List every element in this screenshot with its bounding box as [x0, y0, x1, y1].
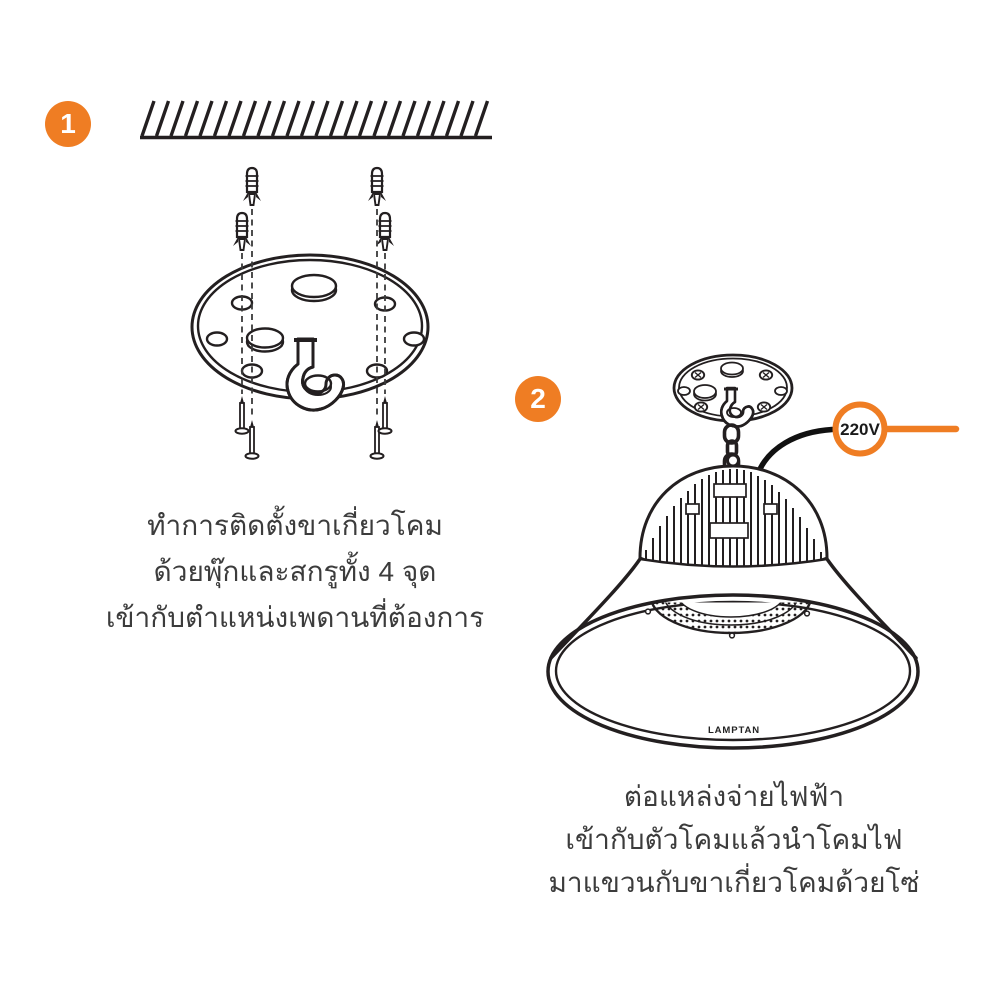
led-screw — [728, 632, 736, 639]
caption-line: ต่อแหล่งจ่ายไฟฟ้า — [623, 781, 845, 812]
screw-icon — [369, 420, 385, 460]
led-screw — [644, 608, 652, 615]
caption-line: เข้ากับตำแหน่งเพดานที่ต้องการ — [105, 602, 485, 633]
step-1-caption: ทำการติดตั้งขาเกี่ยวโคม ด้วยพุ๊กและสกรูท… — [45, 503, 545, 641]
wall-anchor-icons — [233, 166, 394, 251]
screw-icon — [244, 420, 260, 460]
plate-knockout-hole — [720, 361, 744, 378]
led-screw — [803, 610, 811, 617]
guide-dashed-lines — [241, 209, 386, 417]
heatsink-fins — [645, 469, 822, 571]
plate-knockout-hole — [693, 384, 717, 402]
plate-screw-hole — [677, 386, 691, 396]
wall-anchor-icon — [233, 211, 251, 251]
caption-line: ด้วยพุ๊กและสกรูทั้ง 4 จุด — [153, 556, 437, 587]
plate-knockout-hole — [245, 327, 285, 353]
step1-illustration — [140, 100, 492, 460]
wall-anchor-icon — [243, 166, 261, 206]
plate-screw-hole — [774, 386, 788, 396]
step-2-number: 2 — [530, 383, 546, 414]
step2-illustration: LAMPTAN 220V — [546, 353, 960, 750]
led-module — [644, 602, 812, 639]
ceiling-hook-icon — [719, 386, 755, 428]
screw-icon — [377, 396, 393, 435]
caption-line: มาแขวนกับขาเกี่ยวโคมด้วยโซ่ — [548, 867, 920, 898]
power-cable-icon — [757, 426, 835, 472]
lamp-heatsink — [638, 453, 829, 571]
wall-anchor-icon — [368, 166, 386, 206]
ceiling-hatch-icon — [140, 100, 492, 140]
step-1-badge: 1 — [45, 101, 91, 147]
step-1-number: 1 — [60, 108, 76, 139]
caption-line: เข้ากับตัวโคมแล้วนำโคมไฟ — [565, 824, 903, 855]
voltage-callout: 220V — [832, 401, 960, 457]
brand-label: LAMPTAN — [708, 725, 760, 736]
plate-knockout-hole — [290, 273, 338, 303]
ceiling-hook-icon — [285, 337, 345, 412]
voltage-label: 220V — [840, 420, 880, 439]
screw-icons — [234, 396, 393, 460]
heatsink-detail — [685, 483, 778, 539]
caption-line: ทำการติดตั้งขาเกี่ยวโคม — [147, 510, 443, 541]
step-2-caption: ต่อแหล่งจ่ายไฟฟ้า เข้ากับตัวโคมแล้วนำโคม… — [484, 775, 984, 904]
fixing-screw-heads — [690, 369, 774, 413]
lamp-shade: LAMPTAN — [546, 557, 920, 750]
step-2-badge: 2 — [515, 376, 561, 422]
voltage-circle — [832, 401, 888, 457]
wall-anchor-icon — [376, 211, 394, 251]
screw-icon — [234, 396, 250, 435]
